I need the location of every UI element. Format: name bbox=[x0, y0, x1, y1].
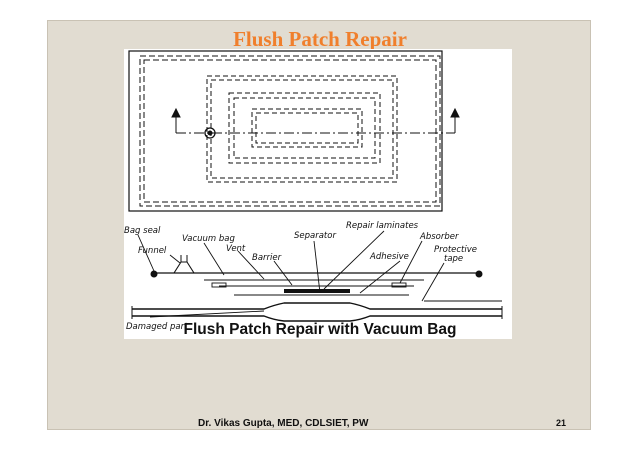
label-vent: Vent bbox=[226, 244, 246, 254]
label-repair-laminates: Repair laminates bbox=[346, 221, 419, 231]
page-number: 21 bbox=[555, 418, 566, 428]
top-view-core-dashed bbox=[251, 108, 363, 148]
top-view bbox=[128, 50, 460, 212]
slide-footer: Dr. Vikas Gupta, MED, CDLSIET, PW bbox=[198, 418, 369, 429]
leader-vacuum-bag bbox=[203, 242, 225, 276]
slide-title: Flush Patch Repair bbox=[233, 27, 407, 51]
top-view-outer-dashed-2 bbox=[143, 59, 437, 203]
top-view-outer-dashed bbox=[139, 55, 441, 207]
damaged-part-bottom bbox=[132, 315, 502, 322]
label-bag-seal: Bag seal bbox=[124, 226, 161, 236]
leader-lines bbox=[137, 230, 445, 318]
leader-vent bbox=[237, 250, 265, 280]
label-protective: Protective bbox=[434, 245, 477, 255]
funnel-fitting-icon bbox=[204, 127, 216, 139]
section-arrowhead-right bbox=[450, 107, 460, 118]
cross-section: Bag seal Vacuum bag Funnel Vent Separato… bbox=[124, 221, 503, 332]
leader-repair-laminates bbox=[323, 230, 385, 290]
section-arrowhead-left bbox=[171, 107, 181, 118]
label-funnel: Funnel bbox=[138, 246, 167, 256]
diagram-caption: Flush Patch Repair with Vacuum Bag bbox=[183, 321, 457, 338]
absorber-block bbox=[391, 282, 407, 288]
diagram-drawing: Bag seal Vacuum bag Funnel Vent Separato… bbox=[124, 50, 503, 332]
label-adhesive: Adhesive bbox=[369, 252, 409, 262]
label-vacuum-bag: Vacuum bag bbox=[182, 234, 236, 244]
top-view-mid-dashed-2 bbox=[210, 79, 394, 179]
top-view-inner-dashed bbox=[228, 92, 381, 164]
top-view-border bbox=[128, 50, 443, 212]
bag-seal-left-icon bbox=[150, 270, 158, 278]
leader-funnel bbox=[169, 254, 181, 264]
funnel-icon bbox=[173, 261, 195, 274]
damaged-part-top bbox=[132, 302, 502, 310]
label-tape: tape bbox=[444, 254, 463, 264]
top-view-core-dashed-2 bbox=[255, 112, 359, 144]
leader-separator bbox=[313, 240, 321, 294]
leader-bag-seal bbox=[137, 234, 155, 272]
label-separator: Separator bbox=[294, 231, 336, 241]
leader-barrier bbox=[273, 260, 293, 286]
leader-adhesive bbox=[359, 260, 401, 294]
repair-diagram: Bag seal Vacuum bag Funnel Vent Separato… bbox=[124, 49, 512, 339]
funnel-fitting-center-icon bbox=[207, 130, 213, 136]
slide: Flush Patch Repair bbox=[47, 20, 591, 430]
label-damaged-part: Damaged part bbox=[126, 322, 188, 332]
leader-absorber bbox=[399, 240, 423, 284]
leader-protective-tape bbox=[421, 262, 445, 302]
absorber-block-left bbox=[211, 282, 227, 288]
top-view-mid-dashed bbox=[206, 75, 398, 183]
top-view-inner-dashed-2 bbox=[233, 97, 376, 159]
label-absorber: Absorber bbox=[419, 232, 459, 242]
leader-damaged-part bbox=[149, 310, 265, 318]
bag-seal-right-icon bbox=[475, 270, 483, 278]
repair-laminates-block bbox=[284, 289, 350, 293]
label-barrier: Barrier bbox=[252, 253, 282, 263]
